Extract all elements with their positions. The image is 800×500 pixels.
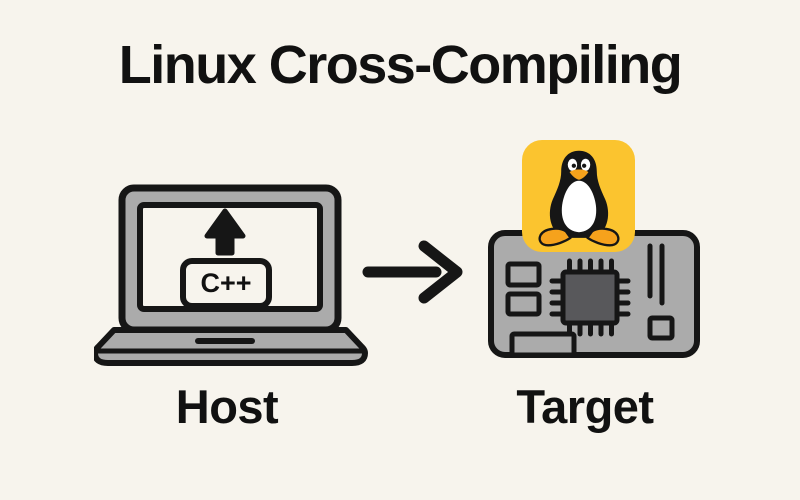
board-component <box>505 291 542 317</box>
board-component <box>509 331 577 358</box>
laptop-base <box>94 327 368 366</box>
chip-icon <box>560 269 620 326</box>
circuit-board-icon <box>488 230 700 358</box>
cpp-badge: C++ <box>180 258 272 309</box>
linux-badge <box>522 140 635 252</box>
board-component <box>647 315 675 341</box>
right-arrow-icon <box>362 240 463 304</box>
up-arrow-icon <box>204 208 246 256</box>
host-label: Host <box>175 380 279 433</box>
target-label: Target <box>516 380 654 433</box>
linux-tux-icon <box>538 150 619 247</box>
board-component <box>505 261 542 288</box>
page-title: Linux Cross-Compiling <box>118 35 683 95</box>
